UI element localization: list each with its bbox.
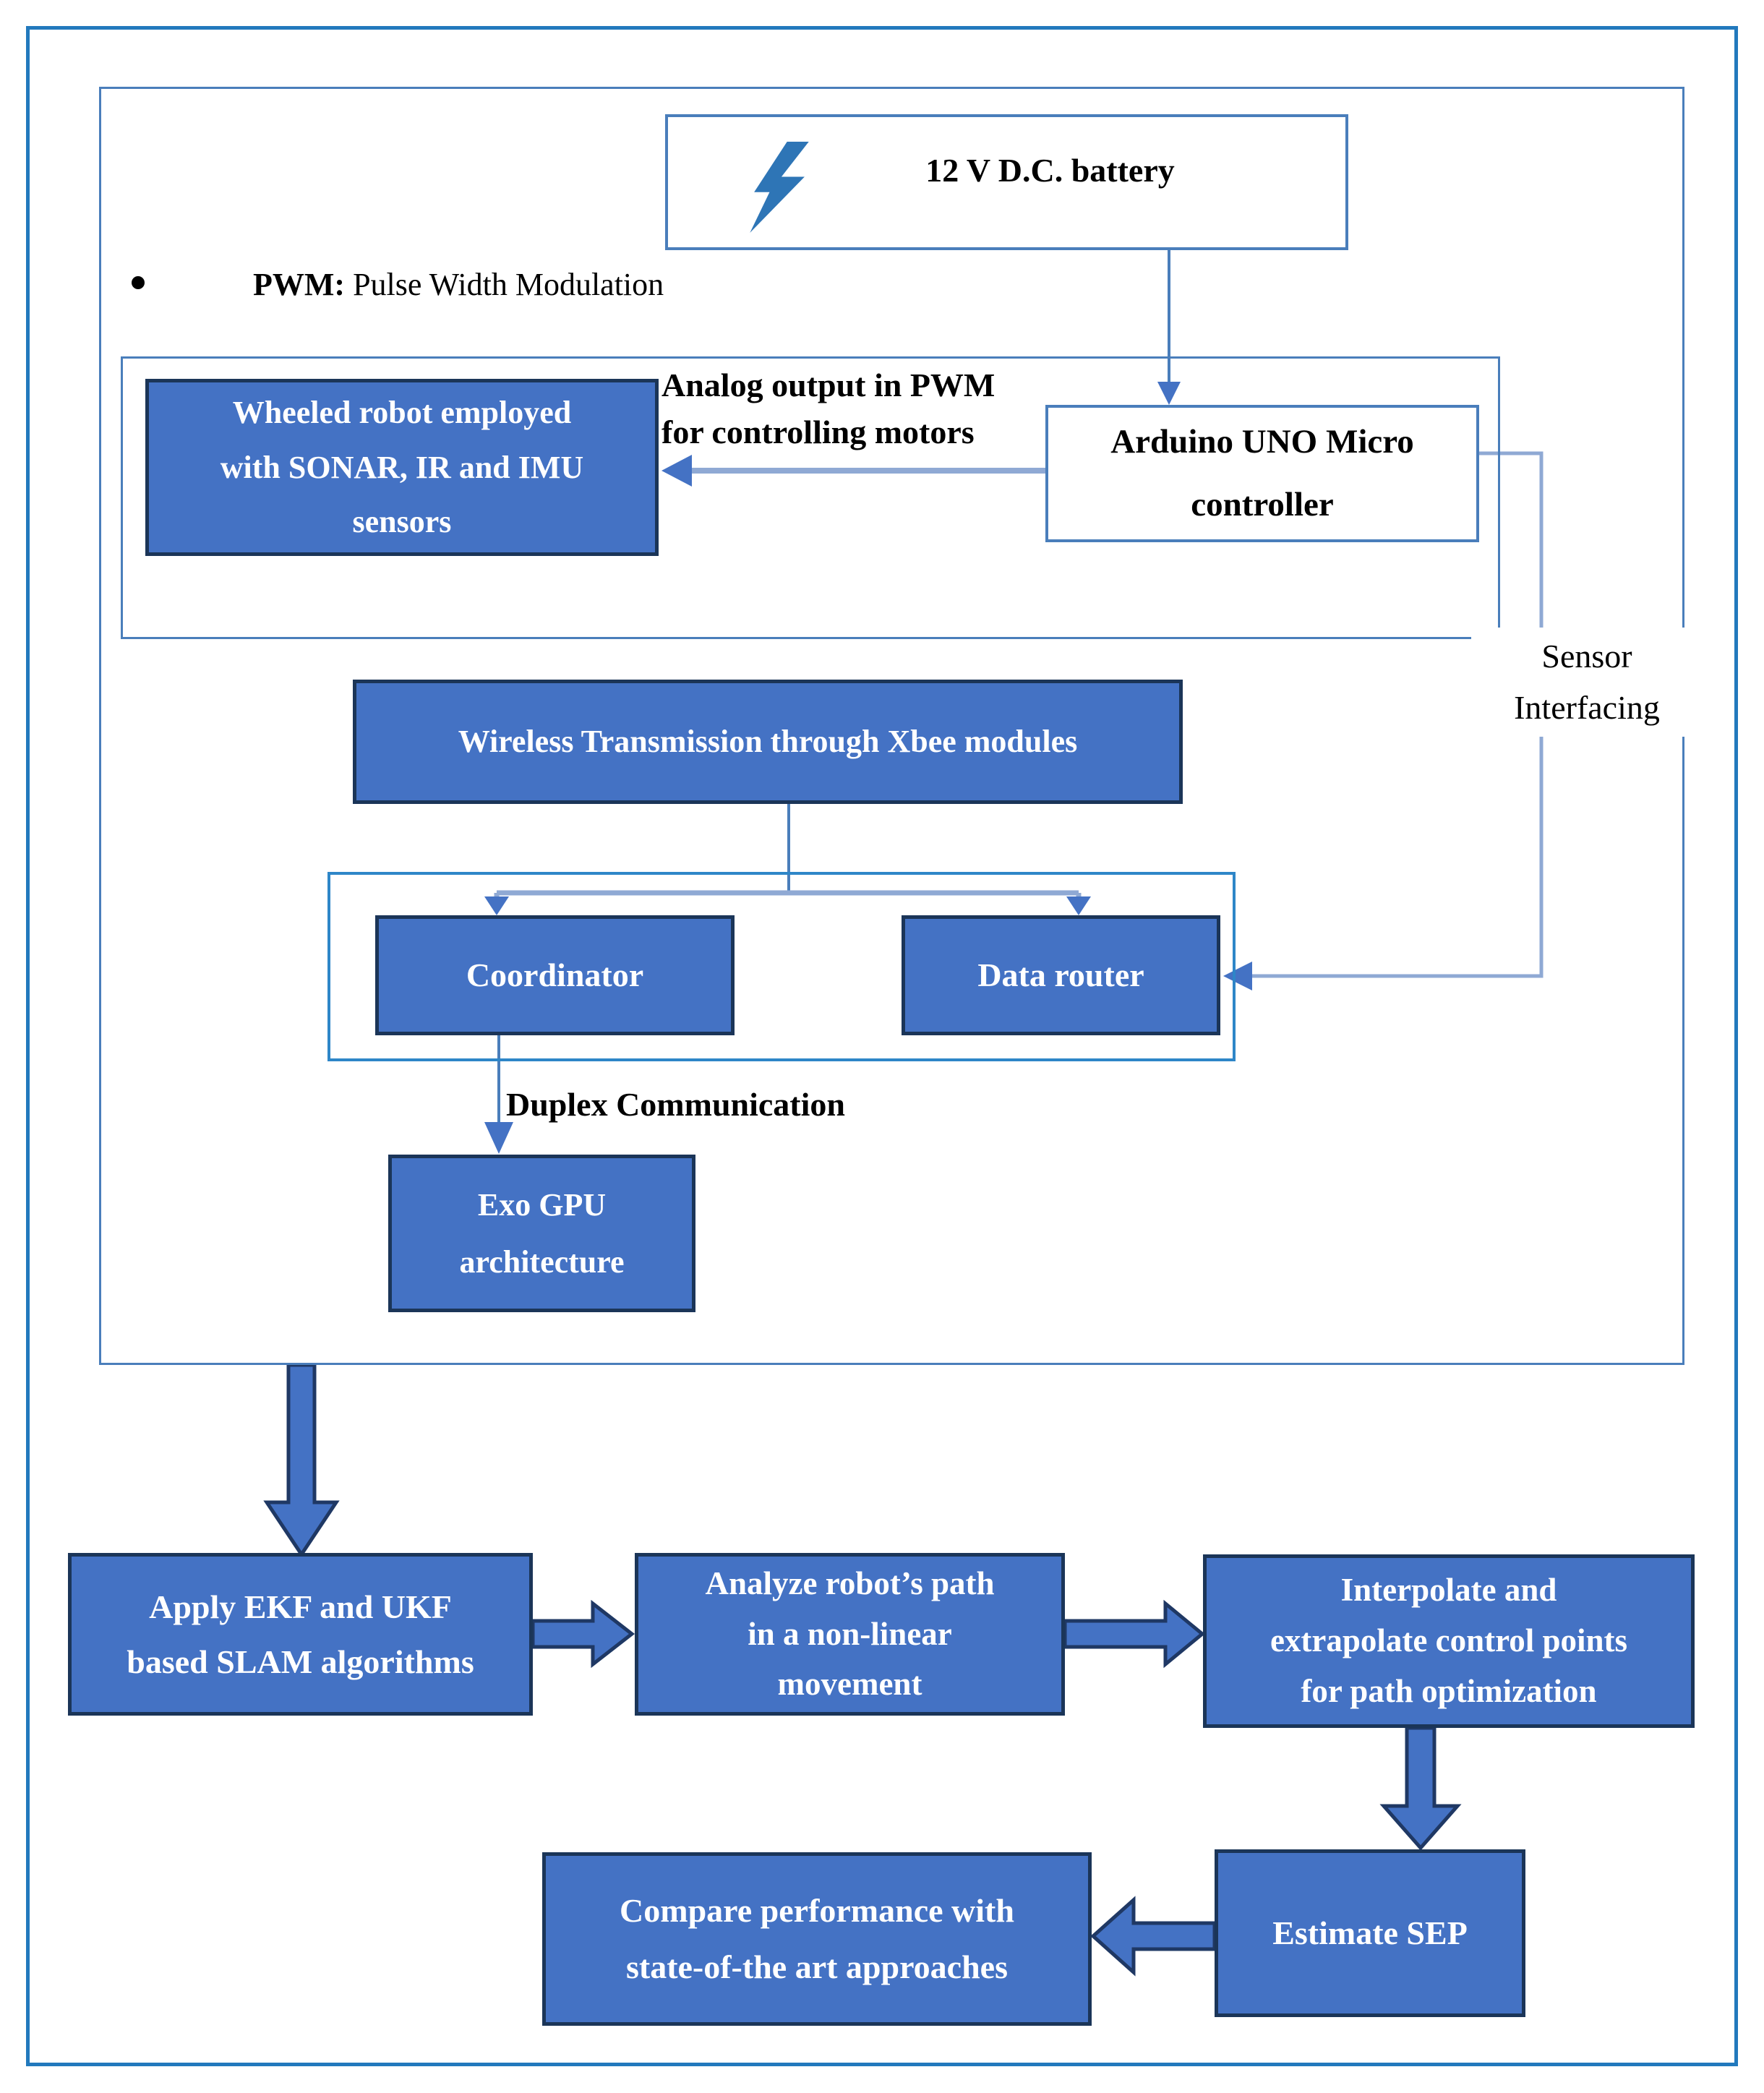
data-router-box: Data router [902,915,1220,1035]
exo-gpu-label: Exo GPU architecture [459,1186,625,1280]
apply-slam-box: Apply EKF and UKF based SLAM algorithms [68,1553,533,1716]
sensor-interfacing-label: Sensor Interfacing [1471,628,1703,737]
block-arrow-analyze-to-interpolate [1063,1599,1205,1669]
wireless-box: Wireless Transmission through Xbee modul… [353,680,1183,804]
wheeled-robot-box: Wheeled robot employed with SONAR, IR an… [145,379,659,556]
arduino-label: Arduino UNO Micro controller [1110,423,1414,523]
outer-frame [26,26,1738,2066]
xbee-nodes-frame [327,872,1236,1061]
block-arrow-apply-to-analyze [531,1599,635,1669]
block-arrow-system-to-apply [263,1363,340,1558]
estimate-sep-box: Estimate SEP [1215,1849,1525,2017]
arrow-battery-to-arduino [1157,250,1181,405]
battery-box: 12 V D.C. battery [665,114,1348,250]
apply-slam-label: Apply EKF and UKF based SLAM algorithms [127,1588,474,1680]
arduino-box: Arduino UNO Micro controller [1045,405,1479,542]
data-router-label: Data router [977,956,1144,994]
estimate-sep-label: Estimate SEP [1272,1914,1468,1952]
pwm-definition: Pulse Width Modulation [353,267,664,302]
robot-controller-frame [121,356,1500,639]
arrow-coordinator-to-exo-gpu [484,1035,513,1154]
duplex-label: Duplex Communication [506,1086,845,1123]
coordinator-box: Coordinator [375,915,735,1035]
compare-label: Compare performance with state-of-the ar… [620,1891,1014,1985]
interpolate-box: Interpolate and extrapolate control poin… [1203,1554,1695,1728]
battery-label: 12 V D.C. battery [925,152,1175,189]
analog-output-label: Analog output in PWM for controlling mot… [662,367,996,451]
wheeled-robot-label: Wheeled robot employed with SONAR, IR an… [220,394,584,540]
analyze-path-label: Analyze robot’s path in a non-linear mov… [705,1565,995,1703]
arrow-wireless-to-xbee-nodes [484,804,1091,915]
arrow-arduino-to-wheeled-robot [662,455,1045,487]
exo-gpu-box: Exo GPU architecture [388,1155,695,1312]
analyze-path-box: Analyze robot’s path in a non-linear mov… [635,1553,1065,1716]
pwm-legend: PWM: Pulse Width Modulation [253,266,664,303]
block-arrow-estimate-to-compare [1090,1896,1217,1977]
block-arrow-interpolate-to-estimate [1379,1726,1462,1851]
lightning-icon [750,142,809,233]
bullet-marker [132,276,145,289]
wireless-label: Wireless Transmission through Xbee modul… [458,723,1078,759]
coordinator-label: Coordinator [466,956,644,994]
pwm-term: PWM: [253,267,346,302]
interpolate-label: Interpolate and extrapolate control poin… [1270,1572,1628,1709]
compare-box: Compare performance with state-of-the ar… [542,1852,1092,2026]
